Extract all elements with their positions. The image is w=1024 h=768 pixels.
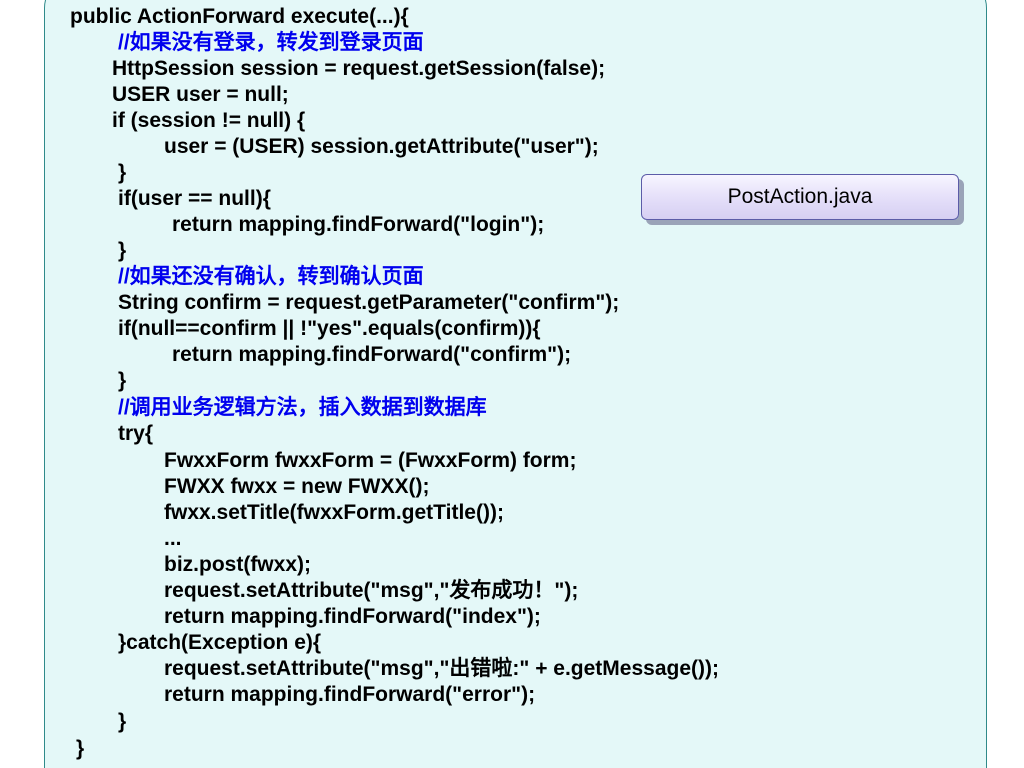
code-line: public ActionForward execute(...){: [70, 5, 409, 28]
code-comment: //如果没有登录，转发到登录页面: [118, 31, 424, 54]
code-line: }: [118, 239, 127, 262]
code-line: }catch(Exception e){: [118, 631, 322, 654]
code-line: HttpSession session = request.getSession…: [112, 57, 606, 80]
code-line: return mapping.findForward("index");: [164, 605, 541, 628]
code-line: USER user = null;: [112, 83, 289, 106]
code-line: }: [76, 737, 85, 760]
code-line: return mapping.findForward("login");: [172, 213, 545, 236]
code-line: return mapping.findForward("error");: [164, 683, 536, 706]
code-line: if(user == null){: [118, 187, 271, 210]
code-line: }: [118, 710, 127, 733]
code-comment: //调用业务逻辑方法，插入数据到数据库: [118, 396, 487, 419]
code-line: request.setAttribute("msg","出错啦:" + e.ge…: [164, 657, 719, 680]
code-line: }: [118, 161, 127, 184]
code-line: user = (USER) session.getAttribute("user…: [164, 135, 599, 158]
code-line: String confirm = request.getParameter("c…: [118, 291, 620, 314]
code-line: fwxx.setTitle(fwxxForm.getTitle());: [164, 501, 504, 524]
code-comment: //如果还没有确认，转到确认页面: [118, 265, 424, 288]
code-line: FwxxForm fwxxForm = (FwxxForm) form;: [164, 449, 577, 472]
code-line: biz.post(fwxx);: [164, 553, 311, 576]
file-name-label: PostAction.java: [641, 174, 959, 220]
file-name-text: PostAction.java: [727, 185, 873, 208]
code-line: ...: [164, 527, 182, 550]
code-line: }: [118, 369, 127, 392]
code-panel: [44, 0, 987, 768]
code-line: return mapping.findForward("confirm");: [172, 343, 572, 366]
code-line: if (session != null) {: [112, 109, 306, 132]
code-line: if(null==confirm || !"yes".equals(confir…: [118, 317, 541, 340]
code-line: FWXX fwxx = new FWXX();: [164, 475, 430, 498]
code-line: try{: [118, 422, 154, 445]
code-line: request.setAttribute("msg","发布成功！");: [164, 579, 579, 602]
